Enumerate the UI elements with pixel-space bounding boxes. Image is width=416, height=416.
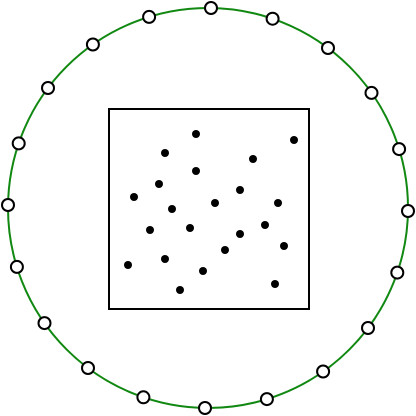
ring-point bbox=[81, 361, 95, 375]
ring-point bbox=[85, 37, 100, 52]
ring-point bbox=[321, 41, 335, 55]
inner-square bbox=[108, 108, 310, 310]
ring-point bbox=[204, 1, 218, 15]
ring-point bbox=[364, 85, 379, 100]
interior-point bbox=[124, 261, 132, 269]
interior-point bbox=[161, 149, 169, 157]
ring-point bbox=[390, 265, 405, 280]
ring-point bbox=[259, 392, 274, 407]
interior-point bbox=[146, 226, 154, 234]
interior-point bbox=[130, 193, 138, 201]
ring-point bbox=[41, 81, 55, 95]
interior-point bbox=[290, 136, 298, 144]
interior-point bbox=[280, 242, 288, 250]
ring-point bbox=[361, 321, 375, 335]
interior-point bbox=[161, 255, 169, 263]
ring-point bbox=[11, 136, 26, 151]
interior-point bbox=[236, 230, 244, 238]
ring-point bbox=[401, 204, 415, 218]
interior-points-group bbox=[124, 130, 298, 294]
interior-point bbox=[274, 199, 282, 207]
ring-point bbox=[37, 316, 52, 331]
interior-point bbox=[186, 224, 194, 232]
interior-point bbox=[261, 221, 269, 229]
outer-circle bbox=[7, 7, 409, 409]
ring-point bbox=[136, 390, 151, 405]
ring-point bbox=[316, 364, 331, 379]
interior-point bbox=[155, 180, 163, 188]
interior-point bbox=[236, 186, 244, 194]
ring-point bbox=[142, 9, 157, 24]
ring-point bbox=[1, 198, 15, 212]
interior-point bbox=[199, 267, 207, 275]
ring-point bbox=[392, 142, 407, 157]
interior-point bbox=[271, 280, 279, 288]
ring-point bbox=[198, 401, 212, 415]
interior-point bbox=[176, 286, 184, 294]
interior-point bbox=[221, 246, 229, 254]
interior-point bbox=[211, 199, 219, 207]
ring-point bbox=[9, 259, 24, 274]
interior-point bbox=[192, 130, 200, 138]
interior-point bbox=[192, 167, 200, 175]
interior-point bbox=[249, 155, 257, 163]
interior-point bbox=[168, 205, 176, 213]
ring-point bbox=[265, 11, 280, 26]
